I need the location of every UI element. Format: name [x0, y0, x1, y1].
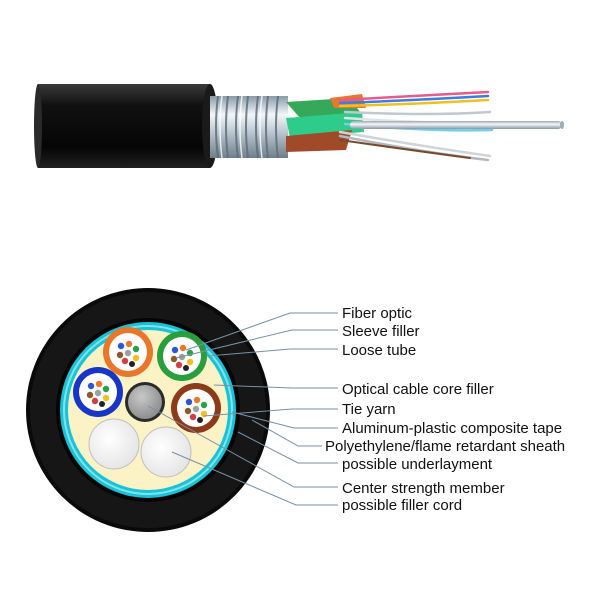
label-polyethylene-flame-retardant-sheath: Polyethylene/flame retardant sheath — [325, 438, 565, 455]
loose-tube-green — [157, 331, 207, 381]
label-tie-yarn: Tie yarn — [342, 401, 396, 418]
loose-tube-blue — [73, 367, 123, 417]
label-fiber-optic: Fiber optic — [342, 305, 413, 322]
labels: Fiber optic Sleeve filler Loose tube Opt… — [325, 305, 565, 514]
label-sleeve-filler: Sleeve filler — [342, 323, 420, 340]
cable-cross-section — [26, 288, 270, 532]
loose-tube-brown — [171, 383, 221, 433]
label-optical-cable-core-filler: Optical cable core filler — [342, 381, 494, 398]
center-strength-member — [128, 385, 162, 419]
filler-cord-right — [140, 426, 192, 478]
corrugated-armor — [210, 95, 288, 159]
cable-side-view — [34, 84, 564, 168]
outer-jacket — [34, 84, 218, 168]
filler-cord-left — [88, 418, 140, 470]
leader-lines — [147, 312, 338, 506]
label-possible-underlayment: possible underlayment — [342, 456, 493, 473]
label-loose-tube: Loose tube — [342, 342, 416, 359]
label-possible-filler-cord: possible filler cord — [342, 497, 462, 514]
label-center-strength-member: Center strength member — [342, 480, 505, 497]
loose-tube-orange — [103, 327, 153, 377]
strength-rod — [350, 121, 564, 129]
label-aluminum-plastic-composite-tape: Aluminum-plastic composite tape — [342, 420, 562, 437]
